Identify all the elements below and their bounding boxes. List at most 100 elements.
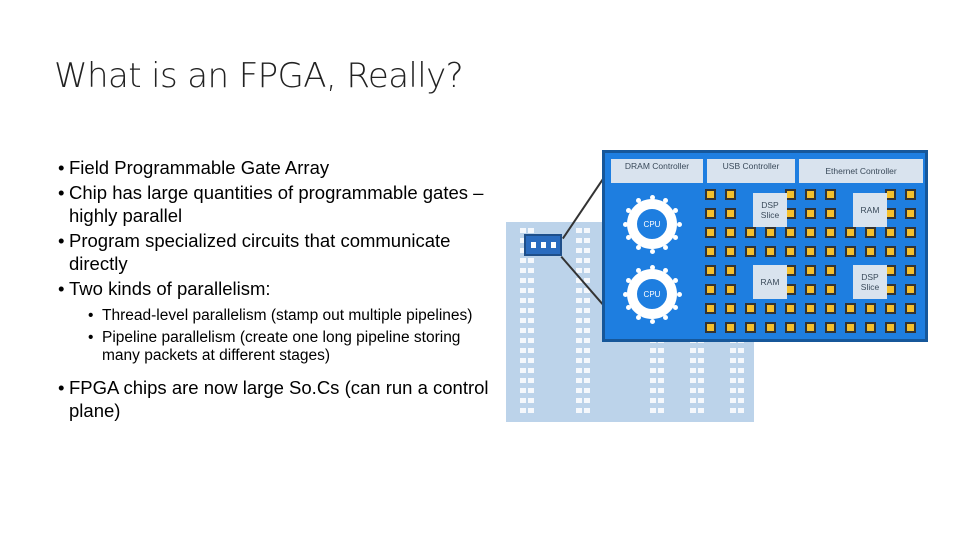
logic-cell (745, 246, 756, 257)
cpu-pin (626, 278, 632, 283)
cpu-pin (649, 248, 655, 254)
logic-cell (805, 208, 816, 219)
bullet-item: Program specialized circuits that commun… (58, 229, 498, 276)
cpu-pin (636, 198, 641, 204)
cpu-core-icon: CPU (622, 194, 682, 254)
logic-cell (905, 189, 916, 200)
usb-controller-block: USB Controller (707, 159, 795, 183)
logic-cell (725, 246, 736, 257)
logic-cell (765, 322, 776, 333)
fpga-diagram: DRAM Controller USB Controller Ethernet … (500, 146, 930, 436)
cpu-pin (672, 235, 678, 240)
logic-cell (705, 284, 716, 295)
cpu-pin (663, 198, 668, 204)
ram-block: RAM (753, 265, 787, 299)
bullet-item: FPGA chips are now large So.Cs (can run … (58, 376, 498, 423)
logic-cell (885, 227, 896, 238)
cpu-pin (672, 278, 678, 283)
bullet-list: Field Programmable Gate Array Chip has l… (58, 156, 498, 424)
slide-title: What is an FPGA, Really? (54, 56, 464, 96)
logic-cell (785, 246, 796, 257)
logic-cell (865, 322, 876, 333)
logic-cell (705, 246, 716, 257)
logic-cell (805, 189, 816, 200)
logic-cell (805, 322, 816, 333)
cpu-pin (676, 221, 682, 227)
logic-cell (805, 284, 816, 295)
logic-cell (765, 227, 776, 238)
cpu-pin (649, 194, 655, 200)
logic-cell (805, 265, 816, 276)
cpu-pin (626, 305, 632, 310)
logic-cell (865, 303, 876, 314)
logic-cell (825, 303, 836, 314)
cpu-pin (663, 244, 668, 250)
cpu-pin (622, 221, 628, 227)
logic-cell (825, 189, 836, 200)
logic-cell (745, 322, 756, 333)
cpu-pin (676, 291, 682, 297)
logic-cell (865, 227, 876, 238)
logic-cell (705, 208, 716, 219)
logic-cell (805, 303, 816, 314)
fpga-chip-icon (524, 234, 562, 256)
logic-cell (845, 322, 856, 333)
logic-cell (865, 246, 876, 257)
logic-cell (785, 227, 796, 238)
logic-cell (885, 303, 896, 314)
logic-cell (885, 246, 896, 257)
cpu-core-icon: CPU (622, 264, 682, 324)
sub-bullet-item: Thread-level parallelism (stamp out mult… (58, 307, 498, 326)
logic-cell (845, 227, 856, 238)
cpu-pin (649, 318, 655, 324)
dsp-slice-block: DSP Slice (753, 193, 787, 227)
cpu-pin (622, 291, 628, 297)
logic-cell (725, 322, 736, 333)
logic-cell (905, 322, 916, 333)
sub-bullet-list: Thread-level parallelism (stamp out mult… (58, 307, 498, 366)
logic-cell (905, 246, 916, 257)
cpu-pin (636, 314, 641, 320)
cpu-pin (626, 208, 632, 213)
logic-cell (745, 303, 756, 314)
cpu-pin (626, 235, 632, 240)
cpu-pin (636, 244, 641, 250)
cpu-pin (636, 268, 641, 274)
logic-cell (705, 265, 716, 276)
logic-cell (785, 322, 796, 333)
logic-cell (825, 246, 836, 257)
bullet-item: Two kinds of parallelism: (58, 277, 498, 301)
logic-cell (805, 227, 816, 238)
cpu-pin (663, 268, 668, 274)
logic-cell (785, 303, 796, 314)
logic-cell (725, 208, 736, 219)
logic-cell (745, 227, 756, 238)
dram-controller-block: DRAM Controller (611, 159, 703, 183)
bullet-item: Chip has large quantities of programmabl… (58, 181, 498, 228)
logic-cell (845, 246, 856, 257)
logic-cell (825, 227, 836, 238)
logic-cell (825, 284, 836, 295)
logic-cell (845, 303, 856, 314)
logic-cell (885, 322, 896, 333)
cpu-pin (663, 314, 668, 320)
ethernet-controller-block: Ethernet Controller (799, 159, 923, 183)
fpga-board: DRAM Controller USB Controller Ethernet … (602, 150, 928, 342)
ram-block: RAM (853, 193, 887, 227)
logic-cell (725, 303, 736, 314)
logic-cell (805, 246, 816, 257)
cpu-pin (649, 264, 655, 270)
logic-cell (725, 265, 736, 276)
logic-cell (905, 208, 916, 219)
logic-cell (825, 265, 836, 276)
logic-cell (825, 208, 836, 219)
sub-bullet-item: Pipeline parallelism (create one long pi… (58, 329, 498, 366)
cpu-pin (672, 208, 678, 213)
cpu-pin (672, 305, 678, 310)
logic-cell (705, 227, 716, 238)
logic-cell (825, 322, 836, 333)
dsp-slice-block: DSP Slice (853, 265, 887, 299)
logic-cell (765, 303, 776, 314)
logic-cell (725, 189, 736, 200)
logic-cell (725, 227, 736, 238)
